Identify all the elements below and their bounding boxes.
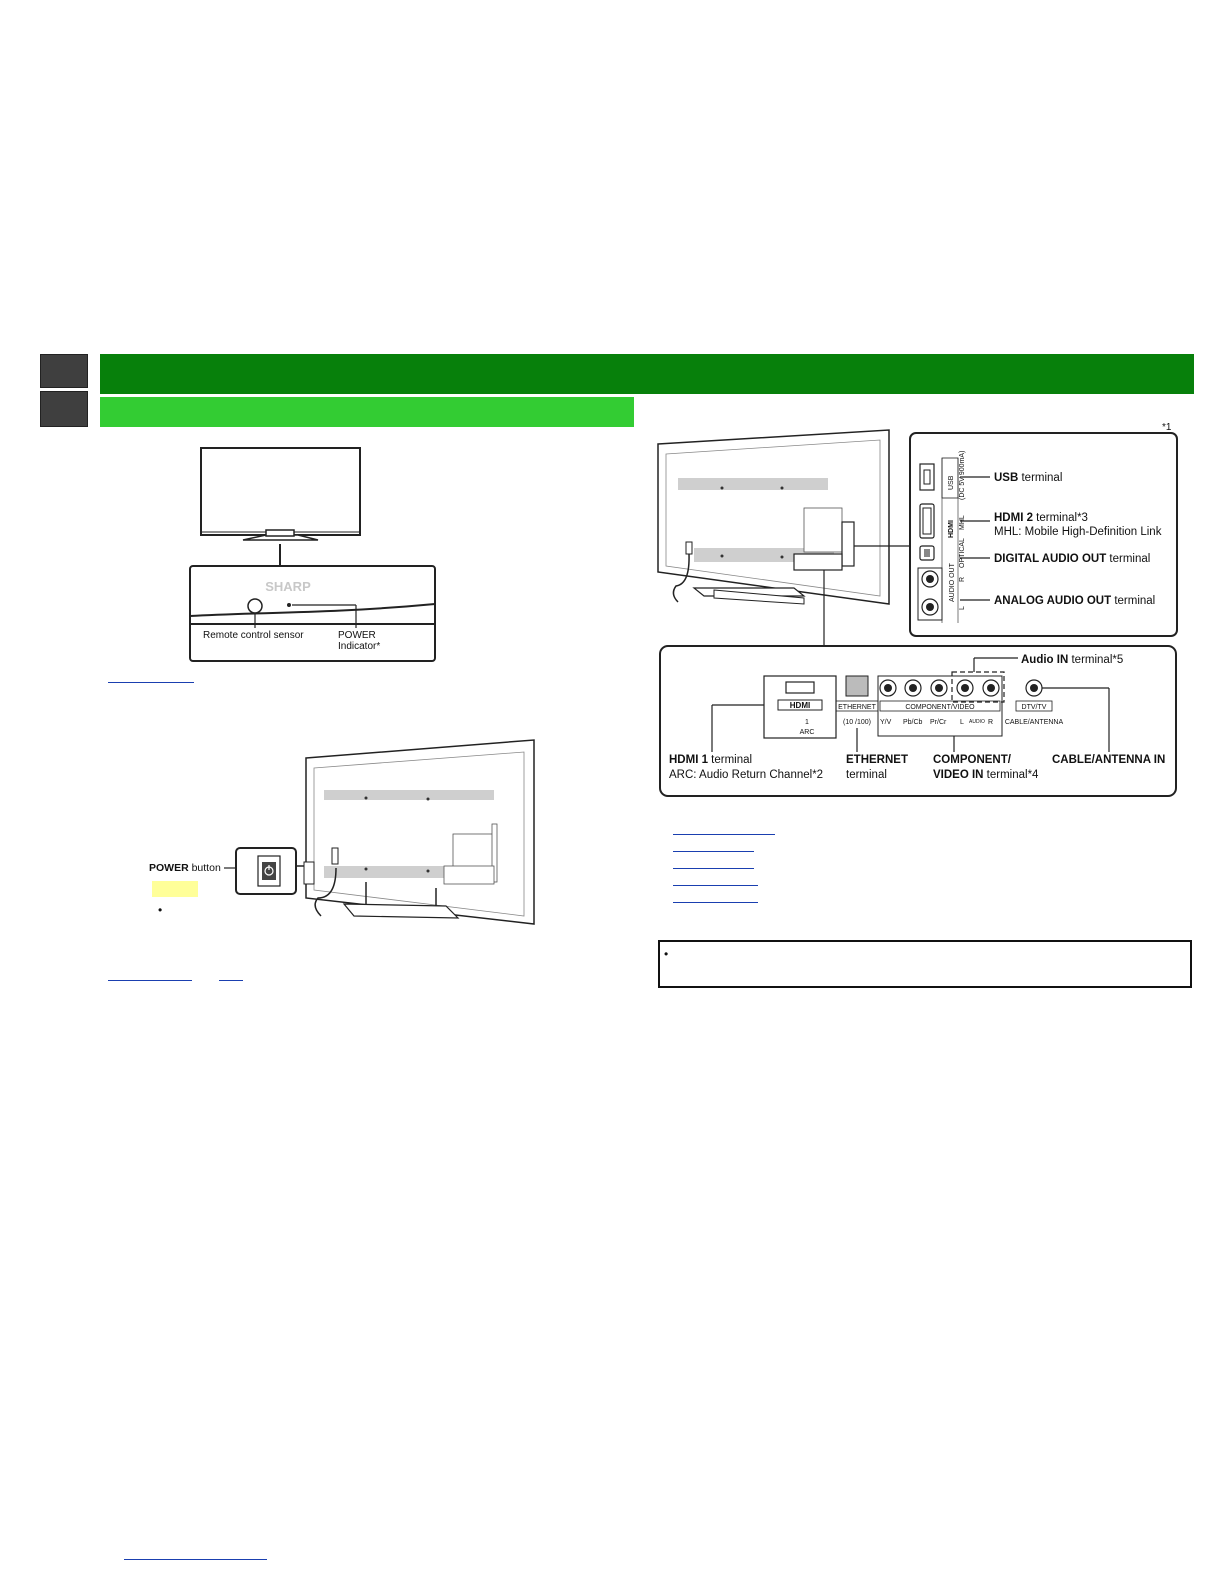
panel-yv: Y/V	[880, 719, 892, 726]
panel-hdmi-logo: HDMI	[790, 701, 810, 710]
digital-audio-out-label: DIGITAL AUDIO OUT terminal	[994, 553, 1150, 565]
panel-prcr: Pr/Cr	[930, 719, 947, 726]
link-left-1[interactable]	[108, 682, 194, 683]
link-right-2[interactable]	[673, 851, 754, 852]
panel-hdmi-text: HDMI	[948, 520, 955, 538]
section-header-bar	[100, 354, 1194, 394]
tv-front-figure: SHARP Remote control sensor POWER Indica…	[189, 447, 436, 662]
audio-in-label: Audio IN terminal*5	[1021, 654, 1123, 666]
panel-dtvtv: DTV/TV	[1022, 704, 1047, 711]
power-indicator-label-1: POWER	[338, 630, 376, 641]
panel-usb-text: USB	[948, 475, 955, 490]
link-left-3[interactable]	[219, 980, 243, 981]
link-left-2[interactable]	[108, 980, 192, 981]
footnote-mark: *1	[1162, 422, 1172, 433]
panel-component: COMPONENT/VIDEO	[905, 704, 975, 711]
panel-audio-out-text: AUDIO OUT	[949, 562, 956, 602]
panel-ethernet: ETHERNET	[838, 704, 876, 711]
ethernet-terminal-rest: terminal	[846, 769, 887, 781]
link-right-1[interactable]	[673, 834, 775, 835]
panel-audio-r: R	[988, 719, 993, 726]
side-tab-bottom[interactable]	[40, 391, 88, 427]
link-right-5[interactable]	[673, 902, 758, 903]
mhl-description: MHL: Mobile High-Definition Link	[994, 526, 1162, 538]
note-box: •	[658, 940, 1192, 988]
power-button-label: POWER button	[149, 862, 221, 874]
power-indicator-icon	[287, 603, 291, 607]
panel-hdmi-num: 1	[805, 719, 809, 726]
arc-description: ARC: Audio Return Channel*2	[669, 769, 823, 781]
tv-terminals-figure: *1 USB (DC 5V 900mA) HDMI MHL OPTICAL AU…	[657, 422, 1178, 797]
power-indicator-label-2: Indicator*	[338, 641, 380, 652]
panel-r-text: R	[959, 577, 966, 582]
remote-sensor-icon	[247, 598, 263, 614]
hdmi1-terminal-label: HDMI 1 terminal	[669, 754, 752, 766]
link-right-3[interactable]	[673, 868, 754, 869]
tv-back-power-figure: POWER button	[149, 739, 535, 925]
hdmi2-terminal-label: HDMI 2 terminal*3	[994, 512, 1088, 524]
remote-sensor-label: Remote control sensor	[203, 630, 304, 641]
panel-optical-text: OPTICAL	[959, 538, 966, 568]
component-label-2: VIDEO IN terminal*4	[933, 769, 1039, 781]
link-bottom[interactable]	[124, 1559, 267, 1560]
component-label-1: COMPONENT/	[933, 754, 1012, 766]
panel-audio: AUDIO	[969, 719, 985, 725]
panel-cable-antenna: CABLE/ANTENNA	[1005, 719, 1064, 726]
link-right-4[interactable]	[673, 885, 758, 886]
analog-audio-out-label: ANALOG AUDIO OUT terminal	[994, 595, 1155, 607]
side-tab-top[interactable]	[40, 354, 88, 388]
cable-antenna-in-label: CABLE/ANTENNA IN	[1052, 754, 1165, 766]
highlight-box	[152, 881, 198, 897]
ethernet-terminal-label: ETHERNET	[846, 754, 908, 766]
left-bullet: •	[158, 903, 163, 917]
panel-l-text: L	[959, 606, 966, 610]
usb-terminal-label: USB terminal	[994, 472, 1062, 484]
note-bullet: •	[664, 947, 669, 961]
subsection-header-bar	[100, 397, 634, 427]
panel-ethernet-speed: (10 /100)	[843, 719, 871, 726]
panel-pbcb: Pb/Cb	[903, 719, 923, 726]
panel-arc: ARC	[800, 729, 815, 736]
sharp-logo: SHARP	[265, 579, 311, 594]
panel-mhl-text: MHL	[959, 515, 966, 530]
panel-audio-l: L	[960, 719, 964, 726]
panel-usb-spec: (DC 5V 900mA)	[959, 451, 966, 500]
